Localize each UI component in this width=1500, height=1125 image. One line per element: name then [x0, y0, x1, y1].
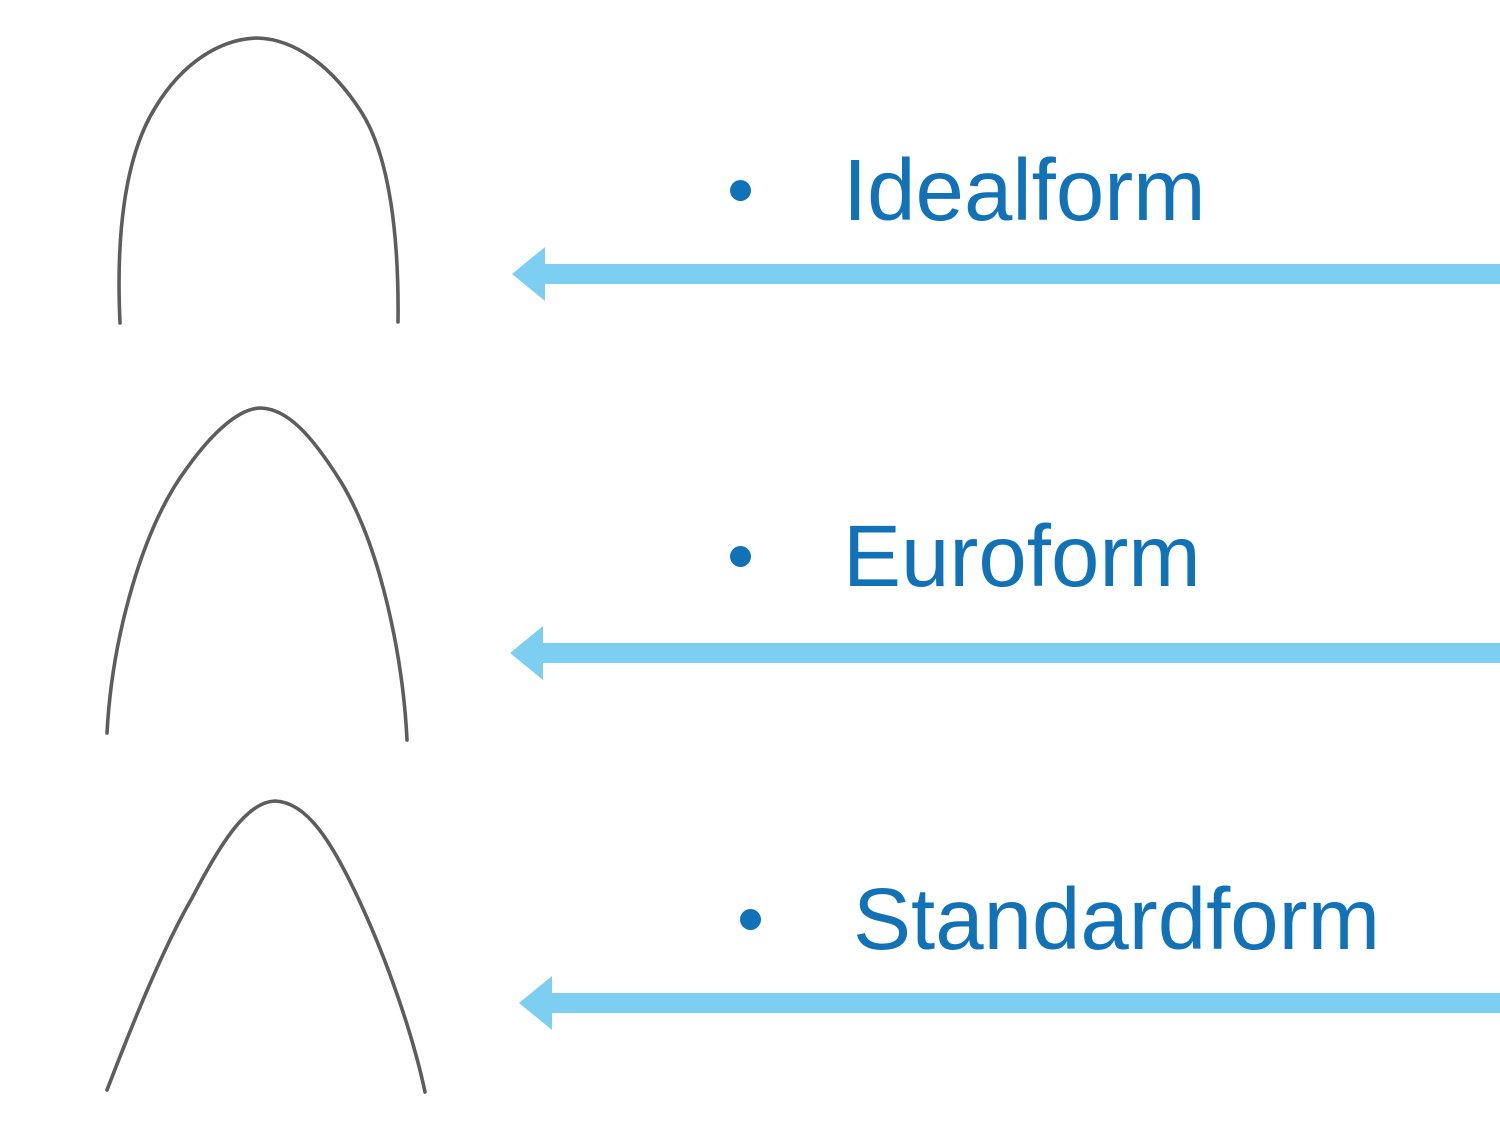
left-arrow-idealform-icon	[512, 246, 1500, 302]
bullet-dot-icon	[740, 909, 761, 930]
left-arrow-euroform-icon	[510, 625, 1500, 681]
archwire-idealform-icon	[117, 36, 400, 325]
list-item-idealform: Idealform	[730, 147, 1206, 234]
label-idealform: Idealform	[843, 142, 1206, 239]
bullet-dot-icon	[730, 180, 751, 201]
list-item-euroform: Euroform	[730, 513, 1201, 600]
label-euroform: Euroform	[843, 508, 1201, 605]
bullet-dot-icon	[730, 546, 751, 567]
archwire-euroform-icon	[105, 406, 409, 742]
label-standardform: Standardform	[853, 871, 1381, 968]
archwire-standardform-icon	[105, 799, 427, 1094]
left-arrow-standardform-icon	[519, 975, 1500, 1031]
list-item-standardform: Standardform	[740, 876, 1380, 963]
